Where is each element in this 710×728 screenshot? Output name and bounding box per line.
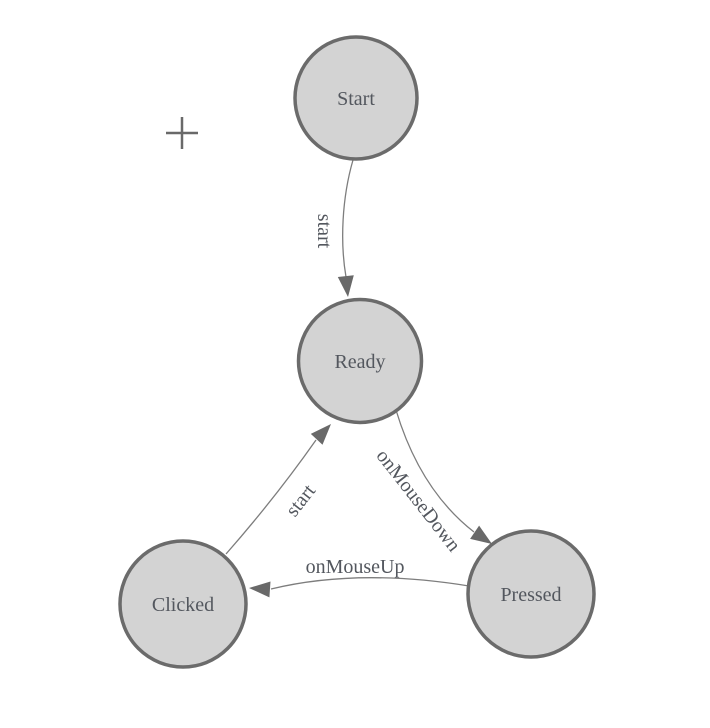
arrowhead-icon	[249, 581, 271, 598]
transition-clicked-to-ready[interactable]: start	[225, 424, 331, 555]
transition-label: onMouseUp	[306, 556, 405, 578]
state-label: Pressed	[500, 584, 561, 606]
transition-ready-to-pressed[interactable]: onMouseDown	[372, 409, 492, 556]
arrowhead-icon	[310, 424, 331, 445]
state-node-start[interactable]: Start	[293, 35, 419, 161]
transition-start-to-ready[interactable]: start	[313, 159, 354, 297]
transition-label: start	[313, 214, 335, 249]
state-circle	[466, 529, 596, 659]
transition-line	[342, 159, 354, 278]
transition-pressed-to-clicked[interactable]: onMouseUp	[249, 556, 470, 598]
transition-line	[395, 409, 475, 533]
state-node-clicked[interactable]: Clicked	[118, 539, 248, 669]
state-label: Ready	[334, 351, 385, 373]
state-node-ready[interactable]: Ready	[296, 297, 424, 425]
arrowhead-icon	[337, 275, 354, 297]
transition-label: start	[282, 480, 321, 521]
state-circle	[293, 35, 419, 161]
arrowhead-icon	[470, 525, 492, 544]
state-label: Start	[337, 88, 375, 110]
state-node-pressed[interactable]: Pressed	[466, 529, 596, 659]
state-circle	[118, 539, 248, 669]
transition-label: onMouseDown	[372, 445, 465, 556]
state-circle	[296, 297, 424, 425]
transition-line	[270, 577, 470, 590]
transition-line	[225, 439, 317, 555]
crosshair-cursor-icon	[166, 117, 198, 149]
state-label: Clicked	[152, 594, 214, 616]
